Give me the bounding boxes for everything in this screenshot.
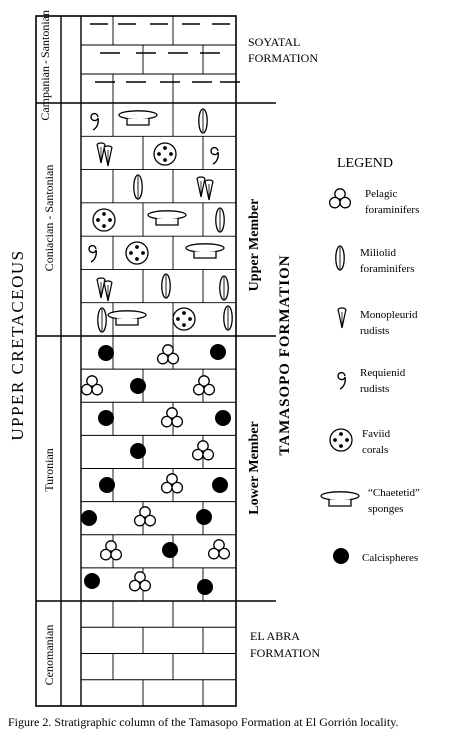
legend-label: corals — [362, 444, 388, 456]
pelagic-foraminifer-icon — [133, 506, 157, 527]
miliolid-foraminifer-icon — [215, 207, 225, 233]
legend-item-monopleurid: Monopleurid rudists — [337, 307, 418, 337]
legend-item-faviid: Faviid corals — [329, 428, 391, 456]
requienid-rudist-icon — [210, 146, 219, 165]
monopleurid-rudist-icon — [103, 145, 113, 167]
miliolid-foraminifer-icon — [198, 108, 208, 134]
formation-soyatal-line1: SOYATAL — [248, 35, 300, 49]
requienid-rudist-icon — [337, 371, 346, 390]
faviid-coral-icon — [92, 208, 116, 232]
legend-label: rudists — [360, 325, 389, 337]
legend: LEGEND Pelagic foraminifers Miliolid for… — [320, 156, 420, 564]
limestone-brick-pattern — [81, 16, 240, 706]
calcisphere-icon — [99, 477, 115, 493]
calcisphere-icon — [197, 579, 213, 595]
pelagic-foraminifer-icon — [160, 473, 184, 494]
calcisphere-icon — [84, 573, 100, 589]
pelagic-foraminifer-icon — [99, 540, 123, 561]
calcisphere-icon — [196, 509, 212, 525]
miliolid-foraminifer-icon — [335, 245, 345, 271]
calcisphere-icon — [130, 443, 146, 459]
faviid-coral-icon — [172, 307, 196, 331]
miliolid-foraminifer-icon — [133, 174, 143, 200]
miliolid-foraminifer-icon — [219, 275, 229, 301]
legend-label: Faviid — [362, 428, 391, 440]
calcisphere-icon — [81, 510, 97, 526]
chaetetid-sponge-icon — [147, 210, 187, 226]
pelagic-foraminifer-icon — [80, 375, 104, 396]
legend-item-calcisphere: Calcispheres — [333, 548, 418, 564]
requienid-rudist-icon — [88, 244, 97, 263]
chaetetid-sponge-icon — [118, 110, 158, 126]
member-upper: Upper Member — [247, 199, 262, 292]
pelagic-foraminifer-icon — [156, 344, 180, 365]
fossil-symbols — [80, 108, 233, 595]
legend-label: Requienid — [360, 367, 406, 379]
calcisphere-icon — [130, 378, 146, 394]
chaetetid-sponge-icon — [320, 491, 360, 507]
legend-label: rudists — [360, 383, 389, 395]
member-lower: Lower Member — [247, 421, 262, 514]
calcisphere-icon — [333, 548, 349, 564]
pelagic-foraminifer-icon — [191, 440, 215, 461]
requienid-rudist-icon — [90, 112, 99, 131]
legend-item-pelagic: Pelagic foraminifers — [328, 188, 419, 216]
formation-tamasopo: TAMASOPO FORMATION — [277, 254, 293, 455]
faviid-coral-icon — [329, 428, 353, 452]
stage-label-turonian: Turonian — [42, 448, 56, 492]
stage-label-separator: - — [38, 60, 52, 64]
pelagic-foraminifer-icon — [328, 188, 352, 209]
column-frame — [35, 15, 276, 707]
monopleurid-rudist-icon — [96, 277, 106, 299]
legend-label: “Chaetetid” — [368, 487, 420, 499]
chaetetid-sponge-icon — [185, 243, 225, 259]
calcisphere-icon — [162, 542, 178, 558]
calcisphere-icon — [98, 410, 114, 426]
monopleurid-rudist-icon — [103, 280, 113, 302]
legend-label: foraminifers — [365, 204, 419, 216]
legend-item-chaetetid: “Chaetetid” sponges — [320, 487, 420, 515]
faviid-coral-icon — [153, 142, 177, 166]
formation-elabra-line1: EL ABRA — [250, 629, 300, 643]
faviid-coral-icon — [125, 241, 149, 265]
calcisphere-icon — [215, 410, 231, 426]
pelagic-foraminifer-icon — [160, 407, 184, 428]
legend-label: foraminifers — [360, 263, 414, 275]
miliolid-foraminifer-icon — [223, 305, 233, 331]
legend-label: Calcispheres — [362, 552, 418, 564]
legend-item-miliolid: Miliolid foraminifers — [335, 245, 414, 275]
pelagic-foraminifer-icon — [207, 539, 231, 560]
monopleurid-rudist-icon — [337, 307, 347, 329]
stage-label-cenomanian: Cenomanian — [42, 625, 56, 686]
pelagic-foraminifer-icon — [192, 375, 216, 396]
calcisphere-icon — [212, 477, 228, 493]
miliolid-foraminifer-icon — [161, 273, 171, 299]
pelagic-foraminifer-icon — [128, 571, 152, 592]
monopleurid-rudist-icon — [196, 176, 206, 198]
legend-label: Miliolid — [360, 247, 397, 259]
formation-elabra-line2: FORMATION — [250, 646, 320, 660]
monopleurid-rudist-icon — [96, 142, 106, 164]
legend-label: Monopleurid — [360, 309, 418, 321]
chaetetid-sponge-icon — [107, 310, 147, 326]
era-label: UPPER CRETACEOUS — [8, 249, 27, 440]
legend-label: sponges — [368, 503, 403, 515]
legend-title: LEGEND — [337, 156, 393, 171]
legend-item-requienid: Requienid rudists — [337, 367, 406, 395]
miliolid-foraminifer-icon — [97, 307, 107, 333]
stage-label-coniacian-santonian: Coniacian - Santonian — [42, 165, 56, 272]
figure-caption: Figure 2. Stratigraphic column of the Ta… — [8, 715, 399, 729]
calcisphere-icon — [98, 345, 114, 361]
stage-label-campanian: Campanian — [38, 66, 52, 121]
stage-label-santonian: Santonian — [38, 10, 52, 58]
stage-santonian-campanian: Santonian - Campanian — [38, 10, 52, 121]
monopleurid-rudist-icon — [204, 179, 214, 201]
calcisphere-icon — [210, 344, 226, 360]
formation-soyatal-line2: FORMATION — [248, 51, 318, 65]
legend-label: Pelagic — [365, 188, 397, 200]
